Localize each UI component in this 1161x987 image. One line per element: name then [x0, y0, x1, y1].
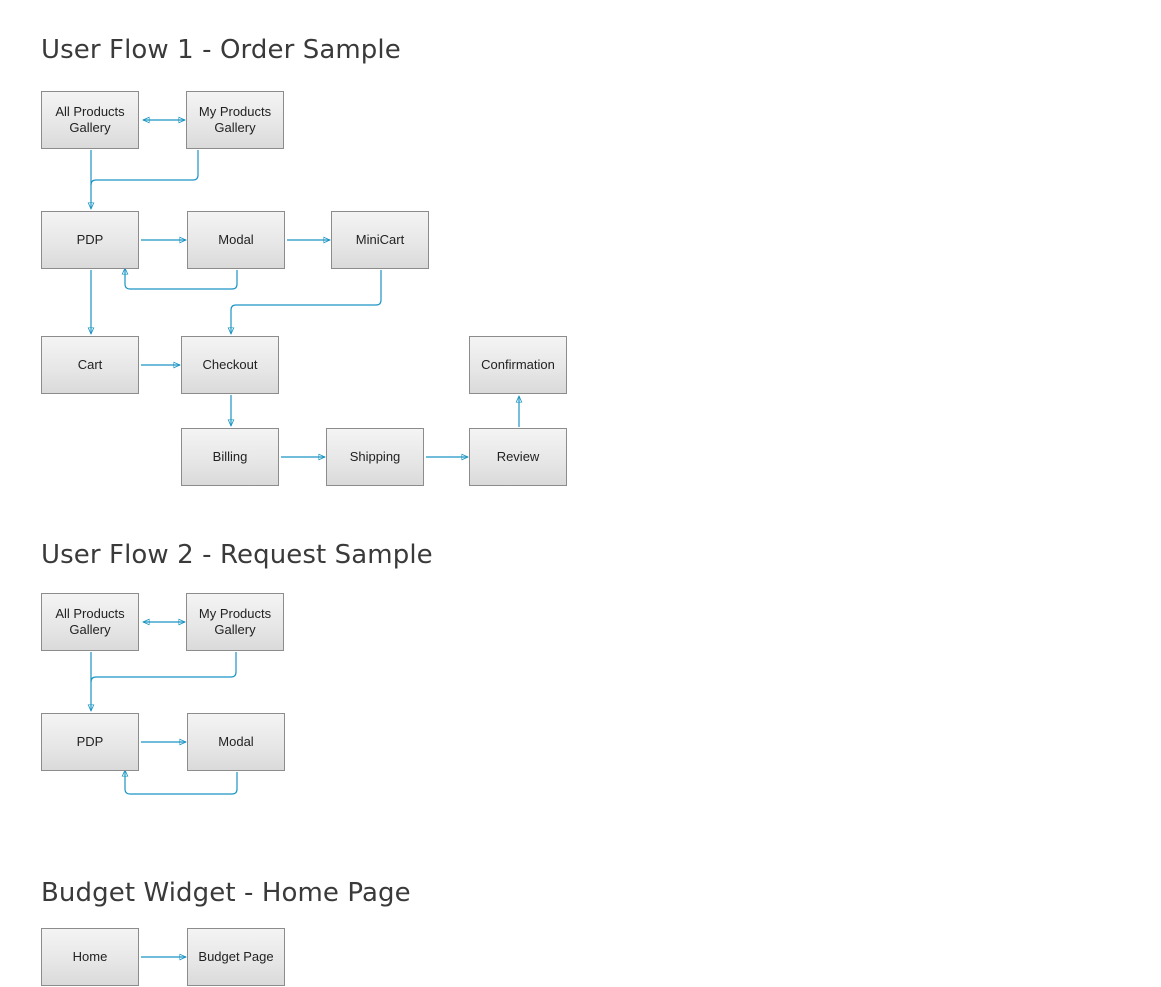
node-label: All Products Gallery — [55, 104, 125, 135]
flow-1-node-cart[interactable]: Cart — [41, 336, 139, 394]
flow-2-node-pdp[interactable]: PDP — [41, 713, 139, 771]
node-label: All Products Gallery — [55, 606, 125, 637]
edge-my-products-to-pdp — [90, 150, 199, 186]
flow-1-node-all-products-gallery[interactable]: All Products Gallery — [41, 91, 139, 149]
edge2-modal-back-to-pdp — [125, 770, 238, 795]
flow-2-title: User Flow 2 - Request Sample — [41, 540, 433, 570]
node-label: MiniCart — [355, 232, 405, 247]
flow-1-node-modal[interactable]: Modal — [187, 211, 285, 269]
node-label: Shipping — [349, 449, 401, 464]
flow-1-node-billing[interactable]: Billing — [181, 428, 279, 486]
edge-modal-back-to-pdp — [125, 268, 238, 290]
node-label: Confirmation — [481, 357, 555, 372]
node-label: My Products Gallery — [198, 606, 272, 637]
flow-2-node-all-products-gallery[interactable]: All Products Gallery — [41, 593, 139, 651]
node-label: Cart — [77, 357, 103, 372]
flow-1-title: User Flow 1 - Order Sample — [41, 35, 401, 65]
edge2-my-products-to-pdp — [90, 652, 237, 683]
node-label: Modal — [218, 232, 254, 247]
flow-1-node-pdp[interactable]: PDP — [41, 211, 139, 269]
flow-1-node-my-products-gallery[interactable]: My Products Gallery — [186, 91, 284, 149]
flow-1-node-confirmation[interactable]: Confirmation — [469, 336, 567, 394]
flow-1-node-review[interactable]: Review — [469, 428, 567, 486]
node-label: My Products Gallery — [198, 104, 272, 135]
flow-3-title: Budget Widget - Home Page — [41, 878, 411, 908]
node-label: Review — [496, 449, 540, 464]
node-label: Home — [72, 949, 108, 964]
node-label: Checkout — [202, 357, 258, 372]
flow-1-node-minicart[interactable]: MiniCart — [331, 211, 429, 269]
flow-3-node-home[interactable]: Home — [41, 928, 139, 986]
flow-3-node-budget-page[interactable]: Budget Page — [187, 928, 285, 986]
node-label: Budget Page — [198, 949, 274, 964]
edge-minicart-to-checkout — [231, 270, 382, 334]
flow-2-node-my-products-gallery[interactable]: My Products Gallery — [186, 593, 284, 651]
flow-1-node-shipping[interactable]: Shipping — [326, 428, 424, 486]
flow-2-node-modal[interactable]: Modal — [187, 713, 285, 771]
node-label: PDP — [76, 232, 104, 247]
node-label: PDP — [76, 734, 104, 749]
node-label: Modal — [218, 734, 254, 749]
flow-1-node-checkout[interactable]: Checkout — [181, 336, 279, 394]
node-label: Billing — [212, 449, 248, 464]
